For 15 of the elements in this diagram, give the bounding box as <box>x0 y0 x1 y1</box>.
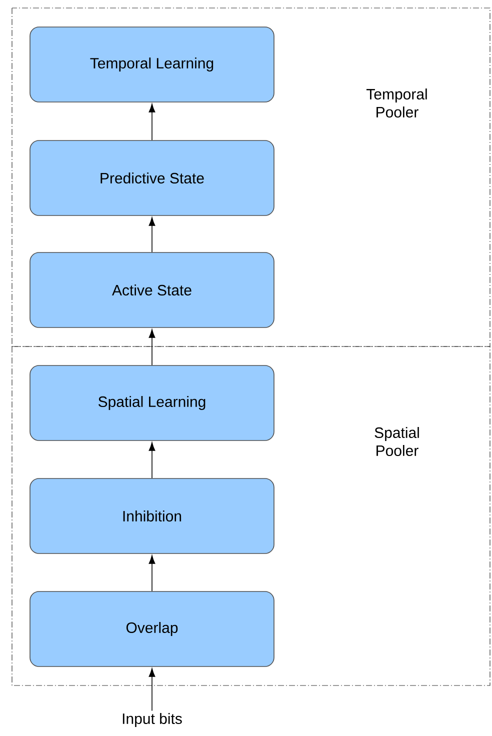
arrow <box>148 555 156 592</box>
process-box: Active State <box>30 252 274 328</box>
process-box: Inhibition <box>30 478 274 554</box>
process-box: Spatial Learning <box>30 365 274 441</box>
arrow <box>148 668 156 712</box>
region-label: Temporal Pooler <box>366 88 427 118</box>
process-box: Temporal Learning <box>30 26 274 102</box>
arrow <box>148 442 156 478</box>
process-box: Overlap <box>30 591 274 667</box>
arrow <box>148 329 156 366</box>
region-label: Spatial Pooler <box>374 427 419 456</box>
arrow <box>148 104 156 141</box>
process-box: Predictive State <box>30 140 274 216</box>
arrow <box>148 217 156 252</box>
input-label: Input bits <box>122 713 182 727</box>
